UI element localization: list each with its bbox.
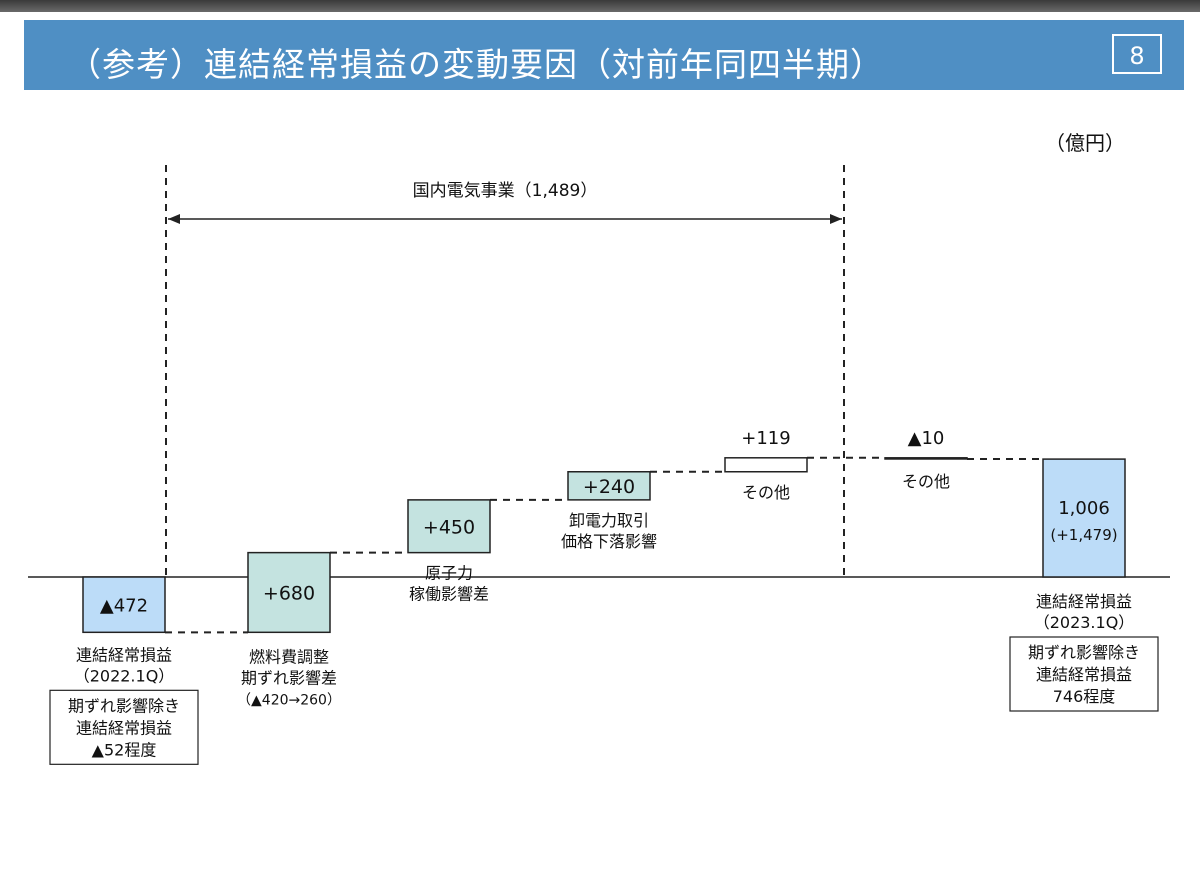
value-label-6: 1,006	[1058, 498, 1110, 519]
value-label-5: ▲10	[908, 428, 945, 449]
bar-step-4	[724, 457, 808, 473]
note-line-6-0: 期ずれ影響除き	[1028, 643, 1140, 662]
category-label-1-2: （▲420→260）	[237, 692, 341, 708]
bar-step-3	[567, 471, 651, 501]
bracket-label: 国内電気事業（1,489）	[413, 181, 598, 201]
slide-header: （参考）連結経常損益の変動要因（対前年同四半期） 8	[24, 20, 1184, 90]
bracket-right-arrowhead	[830, 214, 842, 224]
note-line-0-0: 期ずれ影響除き	[68, 696, 180, 715]
note-box-0	[49, 689, 199, 765]
sub-label-6: (+1,479)	[1050, 526, 1117, 544]
value-label-2: +450	[423, 516, 475, 538]
category-label-1-0: 燃料費調整	[249, 647, 329, 666]
category-label-5-0: その他	[902, 472, 950, 491]
note-line-6-2: 746程度	[1053, 687, 1116, 706]
bar-step-1	[247, 551, 331, 634]
category-label-2-1: 稼働影響差	[409, 585, 489, 604]
page-number: 8	[1112, 34, 1162, 74]
category-label-3-0: 卸電力取引	[569, 511, 649, 530]
note-line-0-2: ▲52程度	[92, 740, 157, 759]
value-label-0: ▲472	[100, 596, 148, 617]
category-label-1-1: 期ずれ影響差	[241, 668, 337, 687]
category-label-0-1: （2022.1Q）	[74, 666, 175, 685]
value-label-4: +119	[741, 428, 790, 449]
category-label-0-0: 連結経常損益	[76, 645, 172, 664]
note-box-6	[1009, 636, 1159, 712]
note-line-6-1: 連結経常損益	[1036, 665, 1132, 684]
bar-step-2	[407, 499, 491, 554]
slide-title: （参考）連結経常損益の変動要因（対前年同四半期）	[68, 45, 884, 84]
category-label-6-0: 連結経常損益	[1036, 592, 1132, 611]
category-label-4-0: その他	[742, 483, 790, 502]
category-label-2-0: 原子力	[425, 564, 473, 583]
category-label-6-1: （2023.1Q）	[1034, 613, 1135, 632]
unit-label: （億円）	[1045, 131, 1125, 155]
bar-step-6	[1042, 458, 1126, 578]
value-label-3: +240	[583, 476, 635, 498]
bar-step-0	[82, 576, 166, 634]
value-label-1: +680	[263, 582, 315, 604]
note-line-0-1: 連結経常損益	[76, 718, 172, 737]
top-strip	[0, 0, 1200, 12]
category-label-3-1: 価格下落影響	[561, 532, 657, 551]
bracket-left-arrowhead	[168, 214, 180, 224]
bar-step-5	[884, 457, 968, 460]
